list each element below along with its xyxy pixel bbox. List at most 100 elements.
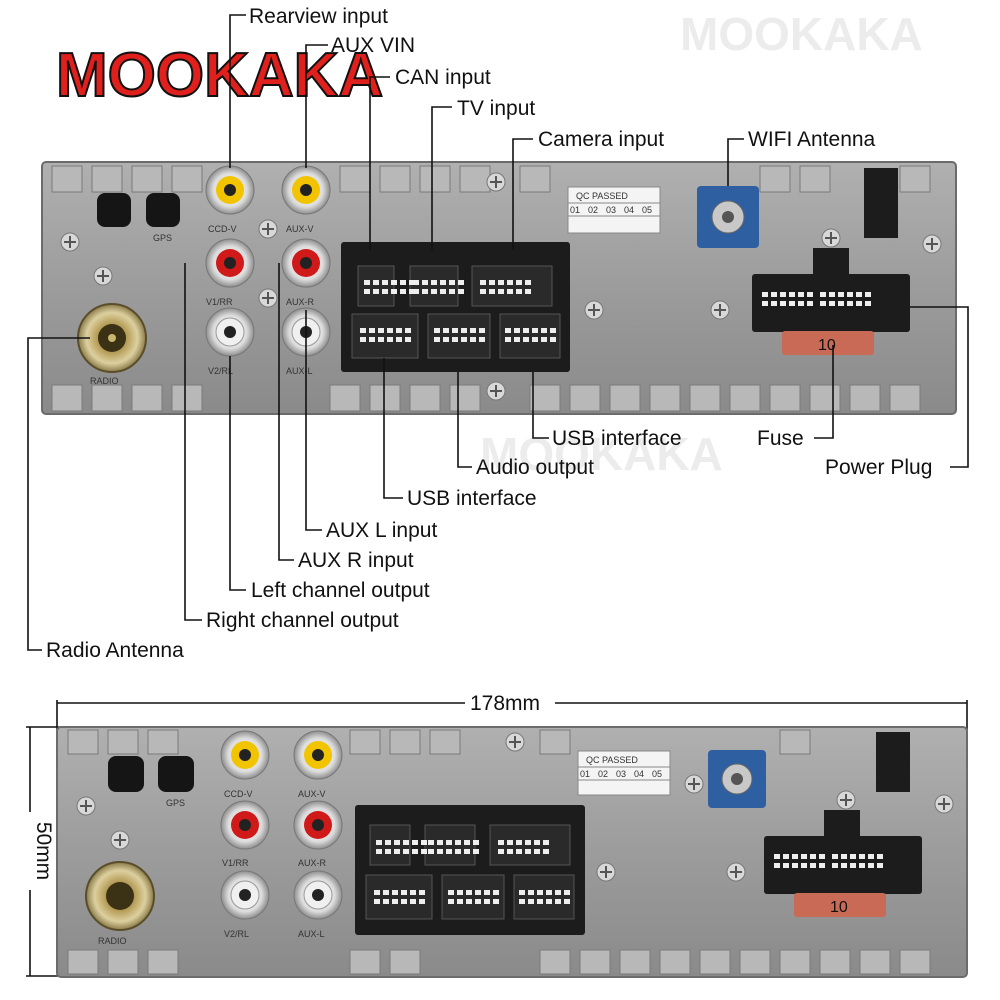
- qc-cell: 01: [580, 769, 590, 779]
- screw-icon: [505, 732, 525, 752]
- bottom-unit-panel: GPS RADIO CCD-V AUX-V V1/RR AUX-R V2/RL …: [56, 726, 968, 978]
- qc-cell: 05: [652, 769, 662, 779]
- v2-rl-text: V2/RL: [208, 366, 233, 376]
- leader-lines: [27, 14, 969, 651]
- dimension-height: 50mm: [32, 822, 55, 880]
- qc-cell: 04: [624, 205, 634, 215]
- brand-logo: MOOKAKA: [56, 41, 383, 110]
- rca-aux-l-jack: [293, 870, 343, 920]
- gps-text: GPS: [166, 798, 185, 808]
- aux-r-text: AUX-R: [298, 858, 327, 868]
- rca-aux-v-jack: [293, 730, 343, 780]
- rca-aux-r-jack: [293, 800, 343, 850]
- qc-title: QC PASSED: [586, 755, 638, 765]
- aux-r-text: AUX-R: [286, 297, 315, 307]
- rca-v2-rl-jack: [220, 870, 270, 920]
- screw-icon: [258, 288, 278, 308]
- qc-sticker: QC PASSED 01 02 03 04 05: [577, 750, 671, 796]
- label-aux-vin: AUX VIN: [331, 34, 415, 57]
- panel-fins-top: [51, 165, 931, 193]
- fuse-value: 10: [830, 899, 848, 916]
- screw-icon: [710, 300, 730, 320]
- watermark: MOOKAKA: [680, 8, 923, 60]
- rca-v1-rr-jack: [220, 800, 270, 850]
- label-tv-input: TV input: [457, 97, 535, 120]
- screw-icon: [596, 862, 616, 882]
- label-can-input: CAN input: [395, 66, 491, 89]
- label-right-channel-output: Right channel output: [206, 609, 399, 632]
- label-camera-input: Camera input: [538, 128, 664, 151]
- dimension-width: 178mm: [470, 692, 540, 715]
- label-power-plug: Power Plug: [825, 456, 932, 479]
- gps-hole-1: [97, 193, 131, 227]
- screw-icon: [76, 796, 96, 816]
- main-connector-block: [341, 242, 570, 372]
- dimension-lines: [26, 700, 968, 977]
- radio-text: RADIO: [90, 376, 119, 386]
- power-plug-connector: [764, 732, 922, 894]
- label-fuse: Fuse: [757, 427, 804, 450]
- label-rearview-input: Rearview input: [249, 5, 388, 28]
- screw-icon: [486, 172, 506, 192]
- screw-icon: [584, 300, 604, 320]
- qc-cell: 01: [570, 205, 580, 215]
- label-wifi-antenna: WIFI Antenna: [748, 128, 876, 151]
- aux-l-text: AUX-L: [286, 366, 313, 376]
- gps-hole-2: [146, 193, 180, 227]
- rca-aux-r-jack: [281, 238, 331, 288]
- screw-icon: [258, 219, 278, 239]
- label-usb-interface-left: USB interface: [407, 487, 537, 510]
- screw-icon: [93, 266, 113, 286]
- label-left-channel-output: Left channel output: [251, 579, 430, 602]
- ccd-v-text: CCD-V: [208, 224, 237, 234]
- label-aux-l-input: AUX L input: [326, 519, 437, 542]
- radio-antenna-socket: [77, 303, 147, 373]
- qc-cell: 04: [634, 769, 644, 779]
- aux-l-text: AUX-L: [298, 929, 325, 939]
- qc-sticker: QC PASSED 01 02 03 04 05: [567, 186, 661, 234]
- radio-antenna-socket: [85, 861, 155, 931]
- screw-icon: [836, 790, 856, 810]
- screw-icon: [684, 774, 704, 794]
- v1-rr-text: V1/RR: [206, 297, 233, 307]
- top-unit-panel: GPS RADIO CCD-V AUX-V V1/RR AU: [41, 161, 957, 415]
- screw-icon: [60, 232, 80, 252]
- qc-cell: 02: [588, 205, 598, 215]
- rca-ccd-v-jack: [205, 165, 255, 215]
- aux-v-text: AUX-V: [286, 224, 314, 234]
- screw-icon: [922, 234, 942, 254]
- label-audio-output: Audio output: [476, 456, 594, 479]
- screw-icon: [486, 381, 506, 401]
- radio-text: RADIO: [98, 936, 127, 946]
- rca-ccd-v-jack: [220, 730, 270, 780]
- label-usb-interface-right: USB interface: [552, 427, 682, 450]
- qc-title: QC PASSED: [576, 191, 628, 201]
- rca-aux-v-jack: [281, 165, 331, 215]
- wifi-antenna-connector: [708, 750, 766, 808]
- rca-v1-rr-jack: [205, 238, 255, 288]
- main-connector-block: [355, 805, 585, 935]
- wifi-antenna-connector: [697, 186, 759, 248]
- rca-v2-rl-jack: [205, 307, 255, 357]
- screw-icon: [726, 862, 746, 882]
- qc-cell: 02: [598, 769, 608, 779]
- watermark: MOOKAKA: [480, 428, 723, 480]
- power-plug-connector: [752, 168, 910, 332]
- qc-cell: 03: [616, 769, 626, 779]
- qc-cell: 03: [606, 205, 616, 215]
- fuse: 10: [782, 331, 874, 355]
- aux-v-text: AUX-V: [298, 789, 326, 799]
- label-aux-r-input: AUX R input: [298, 549, 414, 572]
- screw-icon: [110, 830, 130, 850]
- screw-icon: [821, 228, 841, 248]
- fuse-value: 10: [818, 337, 836, 354]
- gps-text: GPS: [153, 233, 172, 243]
- ccd-v-text: CCD-V: [224, 789, 253, 799]
- label-radio-antenna: Radio Antenna: [46, 639, 184, 662]
- panel-fins-bottom: [51, 384, 921, 412]
- v1-rr-text: V1/RR: [222, 858, 249, 868]
- screw-icon: [934, 794, 954, 814]
- v2-rl-text: V2/RL: [224, 929, 249, 939]
- fuse: 10: [794, 893, 886, 917]
